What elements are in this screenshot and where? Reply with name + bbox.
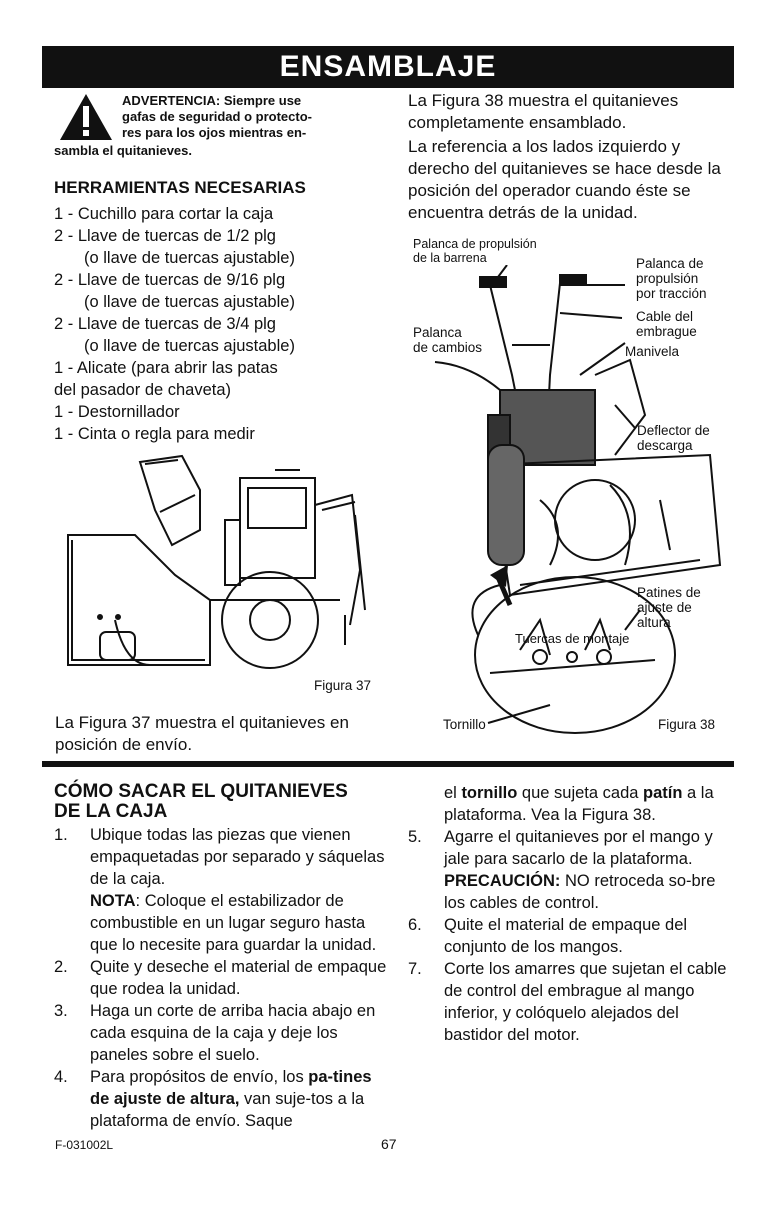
figure-38-illustration — [434, 265, 722, 734]
tool-line: 2 - Llave de tuercas de 1/2 plg — [54, 227, 276, 245]
tool-line: 1 - Cuchillo para cortar la caja — [54, 205, 274, 223]
tool-line: 1 - Destornillador — [54, 403, 180, 421]
tool-line: 2 - Llave de tuercas de 9/16 plg — [54, 271, 286, 289]
label-mounting-nuts: Tuercas de montaje — [515, 631, 630, 646]
list-item: 4. Para propósitos de envío, los pa-tine… — [54, 1068, 372, 1130]
tool-line: 2 - Llave de tuercas de 3/4 plg — [54, 315, 276, 333]
page-title-text: ENSAMBLAJE — [279, 50, 497, 83]
intro-text: La Figura 38 muestra el quitanieves comp… — [408, 90, 738, 226]
tools-heading: HERRAMIENTAS NECESARIAS — [54, 178, 306, 197]
label-auger-lever: Palanca de propulsión de la barrena — [413, 237, 537, 265]
steps-left: 1. Ubique todas las piezas que vienen em… — [54, 824, 389, 1132]
label-deflector: Deflector de descarga — [637, 423, 710, 453]
label-bolt: Tornillo — [443, 717, 486, 732]
intro-paragraph-2: La referencia a los lados izquierdo y de… — [408, 137, 721, 222]
steps-right: el tornillo que sujeta cada patín a la p… — [408, 782, 738, 1046]
page-title: ENSAMBLAJE — [42, 46, 734, 88]
label-skids: Patines de ajuste de altura — [637, 585, 701, 630]
warning-text-cont: sambla el quitanieves. — [54, 143, 193, 158]
tool-line: (o llave de tuercas ajustable) — [84, 337, 295, 355]
list-item: 1. Ubique todas las piezas que vienen em… — [54, 826, 385, 954]
figure-37-label: Figura 37 — [314, 678, 372, 693]
tool-line: 1 - Alicate (para abrir las patas — [54, 359, 278, 377]
figure-37-caption: La Figura 37 muestra el quitanieves en p… — [55, 713, 349, 754]
list-item: 5. Agarre el quitanieves por el mango y … — [408, 828, 716, 912]
list-item-cont: el tornillo que sujeta cada patín a la p… — [444, 784, 714, 824]
section-heading: CÓMO SACAR EL QUITANIEVES DE LA CAJA — [54, 781, 348, 822]
label-crank: Manivela — [625, 344, 680, 359]
label-drive-lever: Palanca de propulsión por tracción — [636, 256, 707, 301]
tool-line: del pasador de chaveta) — [54, 381, 232, 399]
list-item: 7. Corte los amarres que sujetan el cabl… — [408, 960, 727, 1044]
list-item: 3. Haga un corte de arriba hacia abajo e… — [54, 1002, 376, 1064]
label-shift-lever: Palanca de cambios — [413, 325, 483, 355]
tool-line: (o llave de tuercas ajustable) — [84, 249, 295, 267]
figure-37-illustration — [67, 454, 366, 669]
warning-icon — [60, 94, 112, 140]
tool-line: 1 - Cinta o regla para medir — [54, 425, 255, 443]
section-divider — [42, 761, 734, 767]
footer-code: F-031002L — [55, 1138, 114, 1152]
list-item: 6. Quite el material de empaque del conj… — [408, 916, 688, 956]
warning-text: ADVERTENCIA: Siempre use gafas de seguri… — [122, 93, 312, 140]
page-number: 67 — [381, 1136, 397, 1152]
intro-paragraph-1: La Figura 38 muestra el quitanieves comp… — [408, 91, 679, 132]
tools-list: 1 - Cuchillo para cortar la caja 2 - Lla… — [54, 203, 374, 445]
label-clutch-cable: Cable del embrague — [636, 309, 697, 339]
tool-line: (o llave de tuercas ajustable) — [84, 293, 295, 311]
figure-38-label: Figura 38 — [658, 717, 716, 732]
list-item: 2. Quite y deseche el material de empaqu… — [54, 958, 387, 998]
